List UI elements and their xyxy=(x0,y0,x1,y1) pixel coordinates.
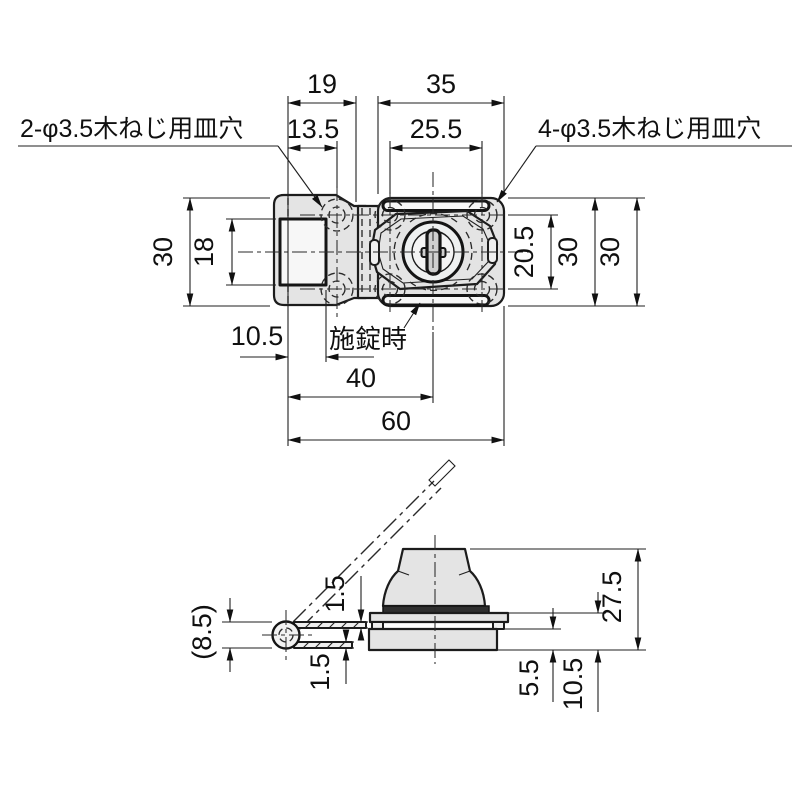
callout-hasp-holes: 2-φ3.5木ねじ用皿穴 xyxy=(18,115,323,208)
dim-body-width: 35 xyxy=(426,69,456,99)
centerlines-top-view xyxy=(238,172,530,332)
mounting-slot-bottom xyxy=(381,294,491,307)
dome-shoulder-notch xyxy=(397,570,410,576)
dim-hinge-outer: (8.5) xyxy=(187,604,217,660)
open-strap-tip xyxy=(428,459,456,487)
dome-shoulder-notch xyxy=(458,570,471,576)
dim-overall-height: 30 xyxy=(595,237,625,267)
dim-below-surface: 10.5 xyxy=(558,658,588,711)
dim-strap-thickness-lower: 1.5 xyxy=(305,653,335,691)
dim-height-left: 30 xyxy=(148,237,178,267)
label-hasp-holes: 2-φ3.5木ねじ用皿穴 xyxy=(20,115,243,143)
base-flange xyxy=(368,611,510,624)
flange-foot-right xyxy=(492,621,505,630)
dim-slot-height: 18 xyxy=(189,237,219,267)
dim-key-center-offset: 40 xyxy=(346,363,376,393)
cam-side-boss-right xyxy=(487,237,498,264)
label-locked: 施錠時 xyxy=(329,324,407,354)
dim-base-depth: 5.5 xyxy=(514,659,544,697)
side-view: (8.5) 1.5 1.5 5.5 10.5 27.5 xyxy=(187,459,646,712)
strap-lower xyxy=(293,641,353,649)
strap-hatch-ticks xyxy=(302,621,360,649)
callout-locked-position: 施錠時 xyxy=(329,302,421,354)
hinge-centerlines xyxy=(262,610,312,662)
lock-dome xyxy=(381,547,487,608)
dim-body-hole-spacing-h: 25.5 xyxy=(410,114,463,144)
dimensions-top-view: 19 35 13.5 25.5 30 18 20.5 30 30 10.5 40 xyxy=(148,69,641,444)
base-block xyxy=(367,627,499,652)
dim-hasp-hole-offset: 13.5 xyxy=(287,114,340,144)
dim-body-height: 30 xyxy=(553,237,583,267)
open-strap-phantom xyxy=(292,459,456,630)
mounting-slot-top xyxy=(381,199,491,212)
dim-hasp-width: 19 xyxy=(307,69,337,99)
dim-hole-spacing-v: 20.5 xyxy=(509,226,539,279)
dim-slot-depth: 10.5 xyxy=(231,321,284,351)
dimensions-side-view: (8.5) 1.5 1.5 5.5 10.5 27.5 xyxy=(187,548,642,712)
label-body-holes: 4-φ3.5木ねじ用皿穴 xyxy=(538,115,761,143)
dim-overall-width: 60 xyxy=(381,406,411,436)
top-view: 19 35 13.5 25.5 30 18 20.5 30 30 10.5 40 xyxy=(18,69,792,446)
dim-overall-height-side: 27.5 xyxy=(597,571,627,624)
dim-strap-thickness-upper: 1.5 xyxy=(320,575,350,613)
callout-body-holes: 4-φ3.5木ねじ用皿穴 xyxy=(496,115,792,203)
